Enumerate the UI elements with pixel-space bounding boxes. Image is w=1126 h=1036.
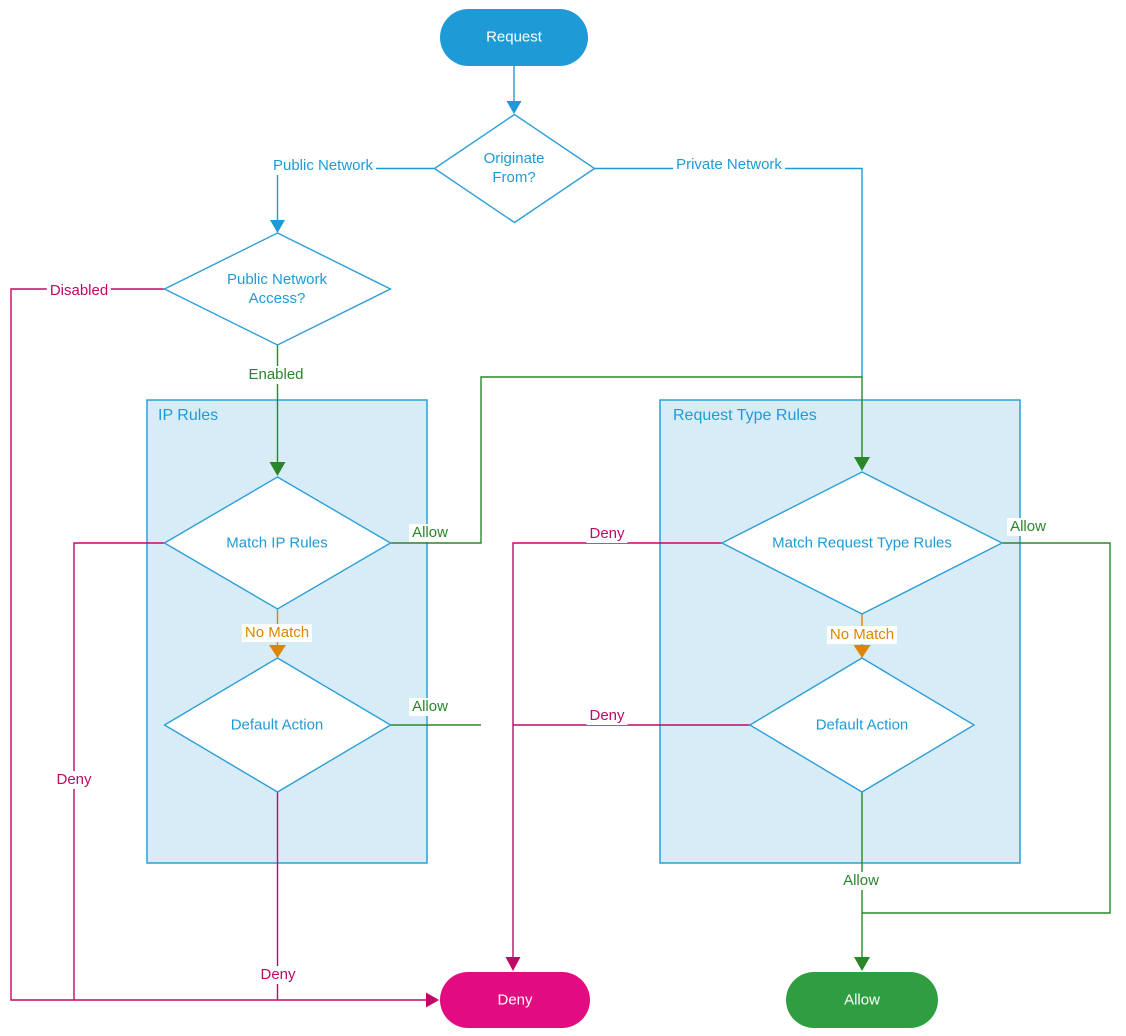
arrowhead-into-default-action-request <box>853 645 871 658</box>
deny-node-label: Deny <box>497 991 533 1009</box>
public-network-access-label: Public Network Access? <box>226 271 328 307</box>
edge-allow-match-request <box>862 542 1111 914</box>
public-network-access-decision <box>162 232 393 346</box>
arrowhead-into-match-request-type-rules <box>854 457 870 471</box>
match-request-type-rules-decision <box>720 471 1004 615</box>
originate-from-label: Originate From? <box>483 150 545 186</box>
arrowhead-into-deny-pill-left <box>426 992 439 1008</box>
match-ip-rules-decision <box>163 476 392 610</box>
no-match-request-edge-label: No Match <box>826 626 898 644</box>
default-action-ip-label: Default Action <box>230 716 324 734</box>
deny-match-request-edge-label: Deny <box>586 525 628 543</box>
match-request-type-rules-label: Match Request Type Rules <box>772 534 952 552</box>
allow-node-label: Allow <box>844 991 880 1009</box>
ip-rules-container-label: IP Rules <box>158 407 219 424</box>
allow-default-ip-edge-label: Allow <box>409 698 451 716</box>
default-action-request-decision <box>748 657 976 793</box>
edge-public-network <box>276 167 435 220</box>
deny-default-request-edge-label: Deny <box>586 707 628 725</box>
request-node-label: Request <box>486 28 542 46</box>
default-action-ip-decision <box>163 657 392 793</box>
deny-default-ip-edge-label: Deny <box>257 966 299 984</box>
arrowhead-into-deny-pill-top <box>505 957 521 971</box>
public-network-edge-label: Public Network <box>269 157 377 175</box>
enabled-edge-label: Enabled <box>245 366 307 384</box>
no-match-ip-edge-label: No Match <box>241 624 313 642</box>
arrowhead-into-originate <box>506 101 522 114</box>
private-network-edge-label: Private Network <box>673 156 785 174</box>
edge-allow-match-ip <box>390 376 863 544</box>
edge-deny-match-request <box>512 542 722 958</box>
originate-from-decision <box>433 113 596 224</box>
request-type-rules-container-label: Request Type Rules <box>673 407 817 424</box>
edge-private-network <box>594 167 863 377</box>
arrowhead-into-public-network-access <box>270 220 285 233</box>
request-node <box>440 9 588 66</box>
match-ip-rules-label: Match IP Rules <box>226 534 328 552</box>
allow-final-edge-label: Allow <box>840 872 882 890</box>
disabled-edge-label: Disabled <box>46 282 112 300</box>
arrowhead-into-allow-pill <box>854 957 870 971</box>
deny-node <box>440 972 590 1028</box>
deny-match-ip-edge-label: Deny <box>53 771 95 789</box>
arrowhead-into-match-ip-rules <box>269 462 286 476</box>
default-action-request-label: Default Action <box>815 716 909 734</box>
allow-match-request-edge-label: Allow <box>1007 518 1049 536</box>
edge-deny-match-ip <box>73 542 165 1000</box>
allow-match-ip-edge-label: Allow <box>409 524 451 542</box>
allow-node <box>786 972 938 1028</box>
arrowhead-into-default-action-ip <box>269 645 286 658</box>
